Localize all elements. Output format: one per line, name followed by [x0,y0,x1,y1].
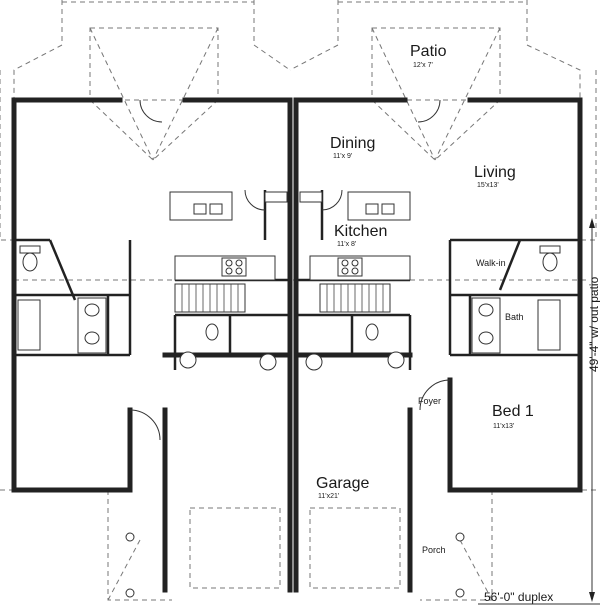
garage-dim: 11'x21' [318,493,339,500]
patio-label: Patio [410,43,447,60]
walkin-label: Walk-in [476,258,506,268]
bed1-dim: 11'x13' [493,423,514,430]
stairs [174,283,391,313]
width-dimension: 56'-0" duplex [484,590,553,604]
depth-dimension: 49'-4" w/ out patio [587,276,600,372]
kitchen-fixtures [169,191,411,281]
garage-label: Garage [316,475,369,492]
bed1-label: Bed 1 [492,403,534,420]
kitchen-label: Kitchen [334,223,387,240]
bath-label: Bath [505,312,524,322]
bath-fixtures [17,245,561,598]
living-dim: 15'x13' [477,182,499,189]
roof-outlines [0,0,597,601]
door-swings [129,99,451,441]
dining-dim: 11'x 9' [333,153,352,160]
foyer-label: Foyer [418,396,441,406]
room-labels: Patio 12'x 7' Dining 11'x 9' Living 15'x… [316,43,534,555]
dining-label: Dining [330,135,375,152]
porch-label: Porch [422,545,446,555]
kitchen-dim: 11'x 8' [337,241,356,248]
living-label: Living [474,164,516,181]
overall-dimensions: 49'-4" w/ out patio 56'-0" duplex [478,218,600,605]
patio-dim: 12'x 7' [413,62,433,69]
